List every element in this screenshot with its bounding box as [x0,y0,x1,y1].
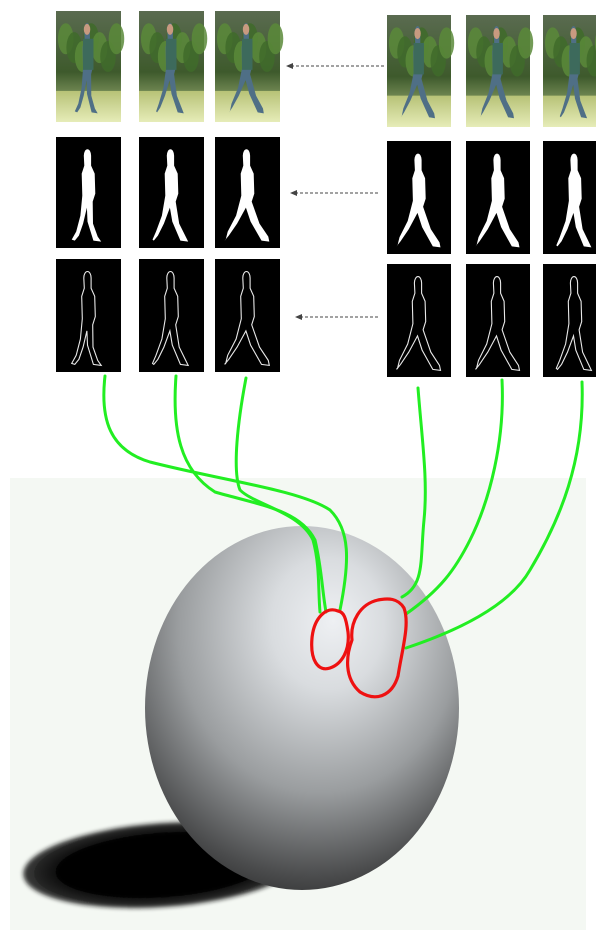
foliage-left-rgb-frame-2-6 [191,23,208,55]
silhouette-left-silhouette-1 [71,149,102,242]
head-left-rgb-frame-3 [242,23,250,35]
mapping-arrows [286,63,384,320]
shirt-right-rgb-frame-2 [492,43,503,75]
foliage-right-rgb-frame-3-5 [586,45,596,77]
grass-left-rgb-frame-3 [215,90,280,122]
shirt-left-rgb-frame-2 [166,38,177,70]
manifold-sphere [145,526,459,890]
arrow-head-1 [286,63,293,69]
connector-curves [102,374,584,650]
contour-bg-left-contour-3 [215,259,280,372]
silhouette-right-silhouette-2 [475,153,520,248]
contour-right-contour-1 [396,276,442,372]
foliage-left-rgb-frame-3-6 [267,23,284,55]
contour-bg-left-contour-2 [139,259,204,372]
contour-bg-right-contour-1 [387,264,451,377]
contour-right-contour-3 [555,276,593,372]
connector-curve-2 [173,374,328,614]
grass-right-rgb-frame-3 [543,95,596,127]
grass-right-rgb-frame-1 [387,95,451,127]
shirt-right-rgb-frame-1 [413,43,424,75]
contour-left-contour-3 [224,270,270,367]
head-right-rgb-frame-2 [493,27,500,40]
contour-bg-right-contour-3 [543,264,596,377]
grass-right-rgb-frame-2 [466,95,530,127]
head-left-rgb-frame-1 [83,23,91,35]
manifold-regions [310,597,408,699]
arrow-head-3 [295,314,302,320]
contour-right-contour-2 [475,276,521,372]
contour-left-contour-2 [151,270,190,367]
foliage-left-rgb-frame-1-6 [108,23,125,55]
connector-curve-1 [102,374,348,612]
connector-curve-3 [234,376,322,614]
head-right-rgb-frame-1 [414,27,421,40]
shirt-right-rgb-frame-3 [569,43,580,75]
manifold-region-left [310,608,350,671]
head-left-rgb-frame-2 [166,23,174,35]
manifold-region-right [346,597,408,699]
connector-curve-5 [404,378,504,616]
silhouette-left-silhouette-3 [224,149,270,242]
contour-left-contour-1 [70,270,103,367]
connector-curve-6 [404,380,584,650]
contour-bg-right-contour-2 [466,264,530,377]
foliage-right-rgb-frame-2-6 [517,27,534,59]
head-right-rgb-frame-3 [570,27,577,40]
shirt-left-rgb-frame-3 [242,38,253,70]
silhouette-left-silhouette-2 [152,149,189,242]
right-frame-group [387,15,596,377]
foliage-right-rgb-frame-1-6 [438,27,455,59]
silhouette-right-silhouette-1 [396,153,441,248]
silhouette-right-silhouette-3 [556,153,592,248]
shirt-left-rgb-frame-1 [83,38,94,70]
connector-curve-4 [400,386,427,599]
grass-left-rgb-frame-2 [139,90,204,122]
contour-bg-left-contour-1 [56,259,121,372]
arrow-head-2 [290,190,297,196]
left-frame-group [56,11,284,372]
